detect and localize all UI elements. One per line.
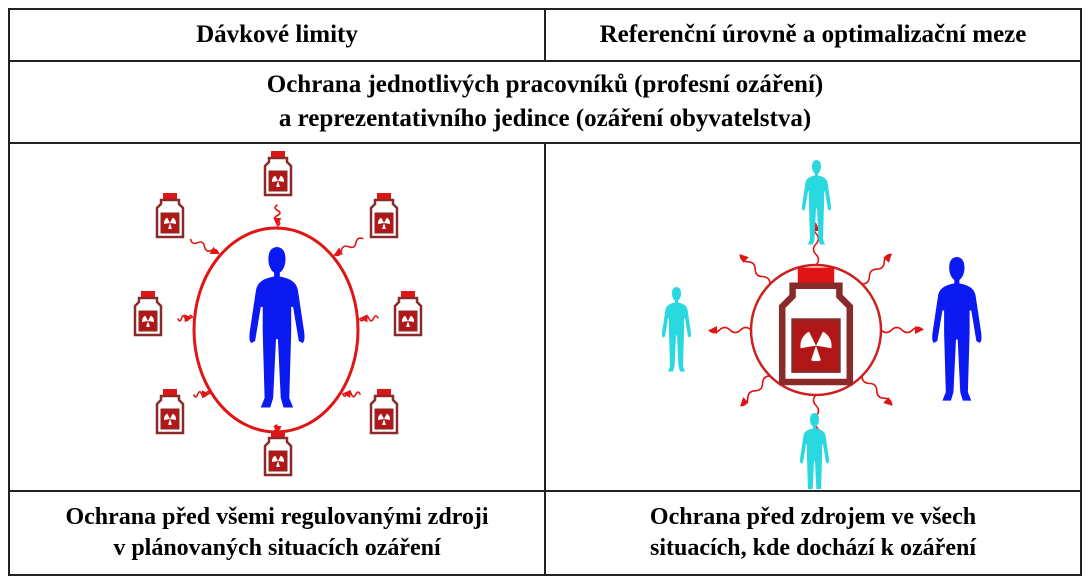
radioactive-bottle-icon (369, 191, 399, 239)
left-illustration-cell (8, 142, 546, 492)
arrowhead-icon (209, 246, 219, 255)
arrowhead-icon (334, 247, 343, 255)
header-reference-levels: Referenční úrovně a optimalizační meze (544, 8, 1082, 62)
arrowhead-icon (740, 397, 749, 406)
arrowhead-icon (359, 314, 368, 323)
arrowhead-icon (342, 389, 351, 398)
merged-line-2: a reprezentativního jedince (ozáření oby… (278, 105, 812, 132)
radioactive-bottle-icon (263, 429, 293, 477)
radioactive-bottle-icon (263, 149, 293, 197)
dose-limits-table: Dávkové limity Referenční úrovně a optim… (8, 8, 1082, 576)
arrowhead-icon (201, 390, 210, 399)
person-icon (249, 247, 305, 408)
wavy-arrow (192, 390, 211, 398)
footer-left-line-2: v plánovaných situacích ozáření (113, 535, 441, 561)
footer-right: Ochrana před zdrojem ve všech situacích,… (544, 490, 1082, 576)
person-top-icon (802, 160, 831, 245)
merged-protection-row: Ochrana jednotlivých pracovníků (profesn… (8, 60, 1082, 144)
person-bottom-icon (800, 413, 829, 489)
footer-right-line-2: situacích, kde dochází k ozáření (649, 535, 976, 561)
radioactive-bottle-icon (133, 289, 163, 337)
arrowhead-icon (883, 397, 892, 406)
radioactive-bottle-icon (155, 191, 185, 239)
arrowhead-icon (273, 217, 282, 227)
radioactive-bottle-icon (155, 387, 185, 435)
footer-left-line-1: Ochrana před všemi regulovanými zdroji (65, 504, 489, 530)
radioactive-bottle-icon (369, 387, 399, 435)
person-right-icon (932, 257, 982, 401)
radioactive-bottles-around-person-icon (133, 149, 423, 477)
arrowhead-icon (709, 326, 717, 334)
footer-left: Ochrana před všemi regulovanými zdroji v… (8, 490, 546, 576)
merged-line-1: Ochrana jednotlivých pracovníků (profesn… (266, 71, 824, 98)
footer-right-line-1: Ochrana před zdrojem ve všech (649, 504, 977, 530)
right-illustration-cell (544, 142, 1082, 492)
arrowhead-icon (273, 425, 282, 434)
wavy-arrow (341, 390, 361, 398)
radioactive-source-icon (782, 268, 850, 382)
wavy-arrow (274, 204, 281, 227)
arrowhead-icon (184, 314, 193, 323)
arrowhead-icon (915, 326, 923, 334)
wavy-arrow (358, 315, 379, 322)
radioactive-bottle-icon (393, 289, 423, 337)
radioactive-source-icon (662, 160, 982, 489)
header-dose-limits: Dávkové limity (8, 8, 546, 62)
person-left-icon (662, 287, 691, 372)
